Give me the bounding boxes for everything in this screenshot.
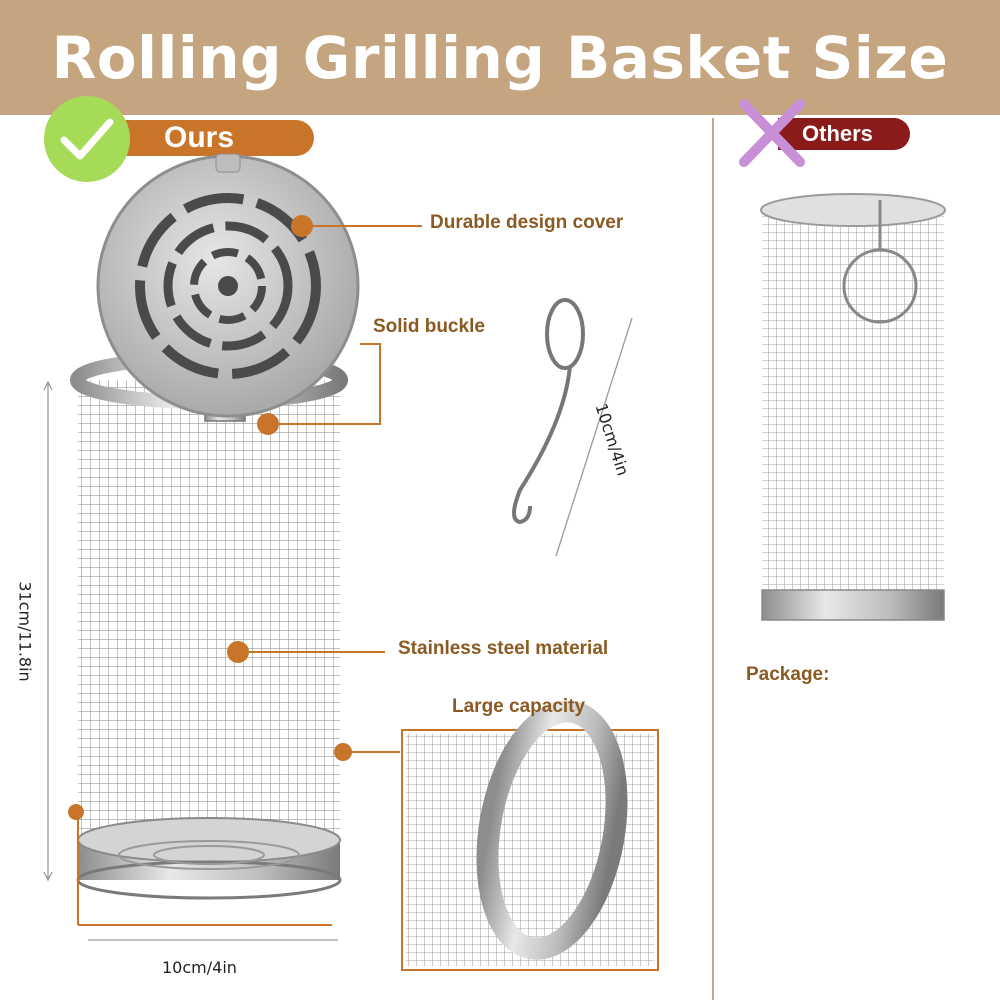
label-material: Stainless steel material (398, 638, 609, 659)
cross-icon (730, 94, 814, 172)
lid (96, 153, 360, 418)
dimension-width: 10cm/4in (162, 958, 237, 977)
dimension-height: 31cm/11.8in (15, 581, 35, 682)
page-title: Rolling Grilling Basket Size (51, 23, 949, 92)
hook (512, 298, 585, 525)
others-basket-mesh (762, 210, 944, 605)
others-badge: Others (778, 118, 910, 150)
title-banner: Rolling Grilling Basket Size (0, 0, 1000, 115)
label-capacity: Large capacity (452, 696, 586, 717)
basket-mesh-body (78, 380, 340, 860)
label-cover: Durable design cover (430, 212, 624, 233)
check-icon (44, 96, 130, 182)
ours-badge: Ours (124, 120, 314, 156)
inset-ring (476, 700, 628, 960)
label-buckle: Solid buckle (373, 316, 485, 337)
column-divider (712, 118, 714, 1000)
package-label: Package: (746, 664, 830, 685)
others-basket-bottom (761, 589, 945, 621)
